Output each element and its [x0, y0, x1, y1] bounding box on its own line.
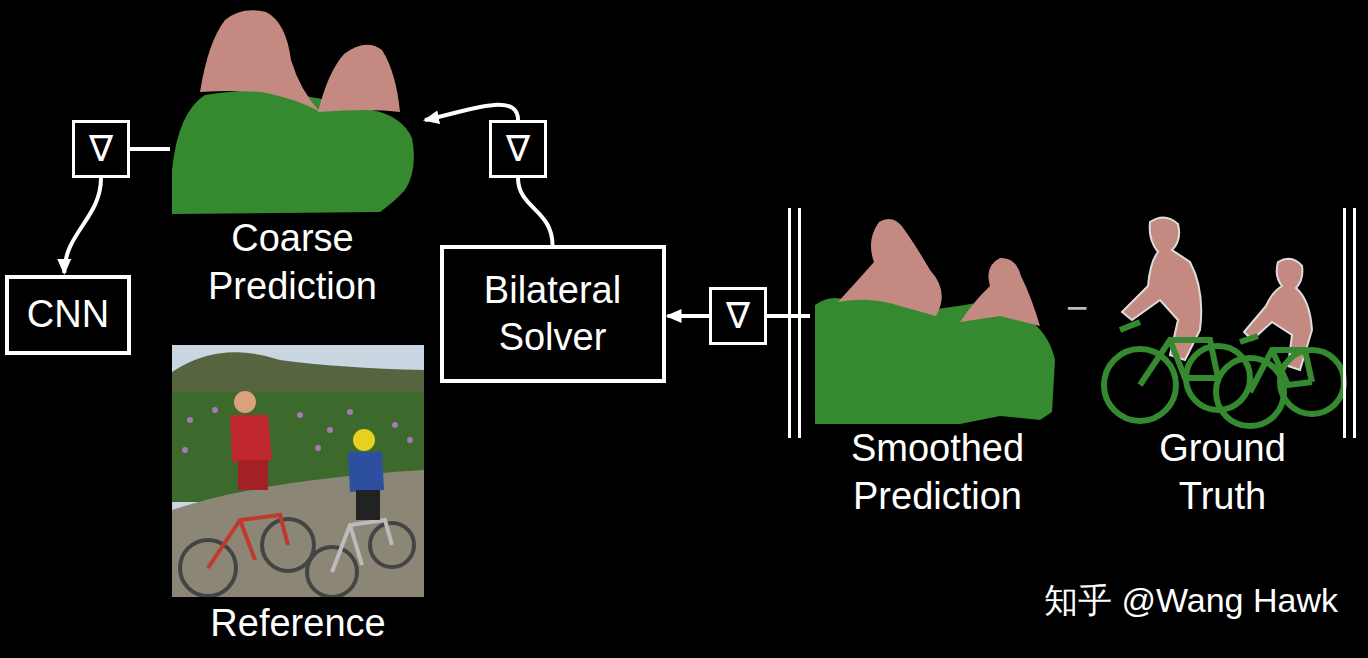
ground-truth: Ground Truth [1100, 213, 1345, 520]
gradient-box: ∇ [72, 120, 130, 178]
node-label: Coarse Prediction [170, 215, 415, 310]
gradient-arrow [668, 314, 710, 318]
node-label: Ground Truth [1123, 425, 1323, 520]
gradient-symbol: ∇ [506, 131, 530, 167]
cnn-box: CNN [5, 275, 131, 355]
gradient-arrow [518, 178, 553, 245]
minus-sign: − [1060, 287, 1094, 330]
gradient-arrow [767, 314, 810, 318]
gradient-box: ∇ [489, 120, 547, 178]
node-label: Bilateral Solver [458, 267, 648, 362]
watermark: 知乎 @Wang Hawk [1044, 578, 1338, 624]
solver-box: Bilateral Solver [440, 245, 666, 383]
gradient-box: ∇ [709, 287, 767, 345]
node-label: CNN [27, 291, 109, 339]
gradient-arrow [130, 147, 170, 151]
smoothed-prediction: Smoothed Prediction [810, 213, 1065, 520]
reference-image: Reference [172, 345, 424, 648]
gradient-arrow [425, 105, 518, 120]
coarse-prediction: Coarse Prediction [170, 8, 415, 310]
gradient-arrow [64, 178, 101, 273]
gradient-symbol: ∇ [726, 298, 750, 334]
gradient-symbol: ∇ [89, 131, 113, 167]
node-label: Reference [172, 600, 424, 648]
node-label: Smoothed Prediction [813, 425, 1063, 520]
